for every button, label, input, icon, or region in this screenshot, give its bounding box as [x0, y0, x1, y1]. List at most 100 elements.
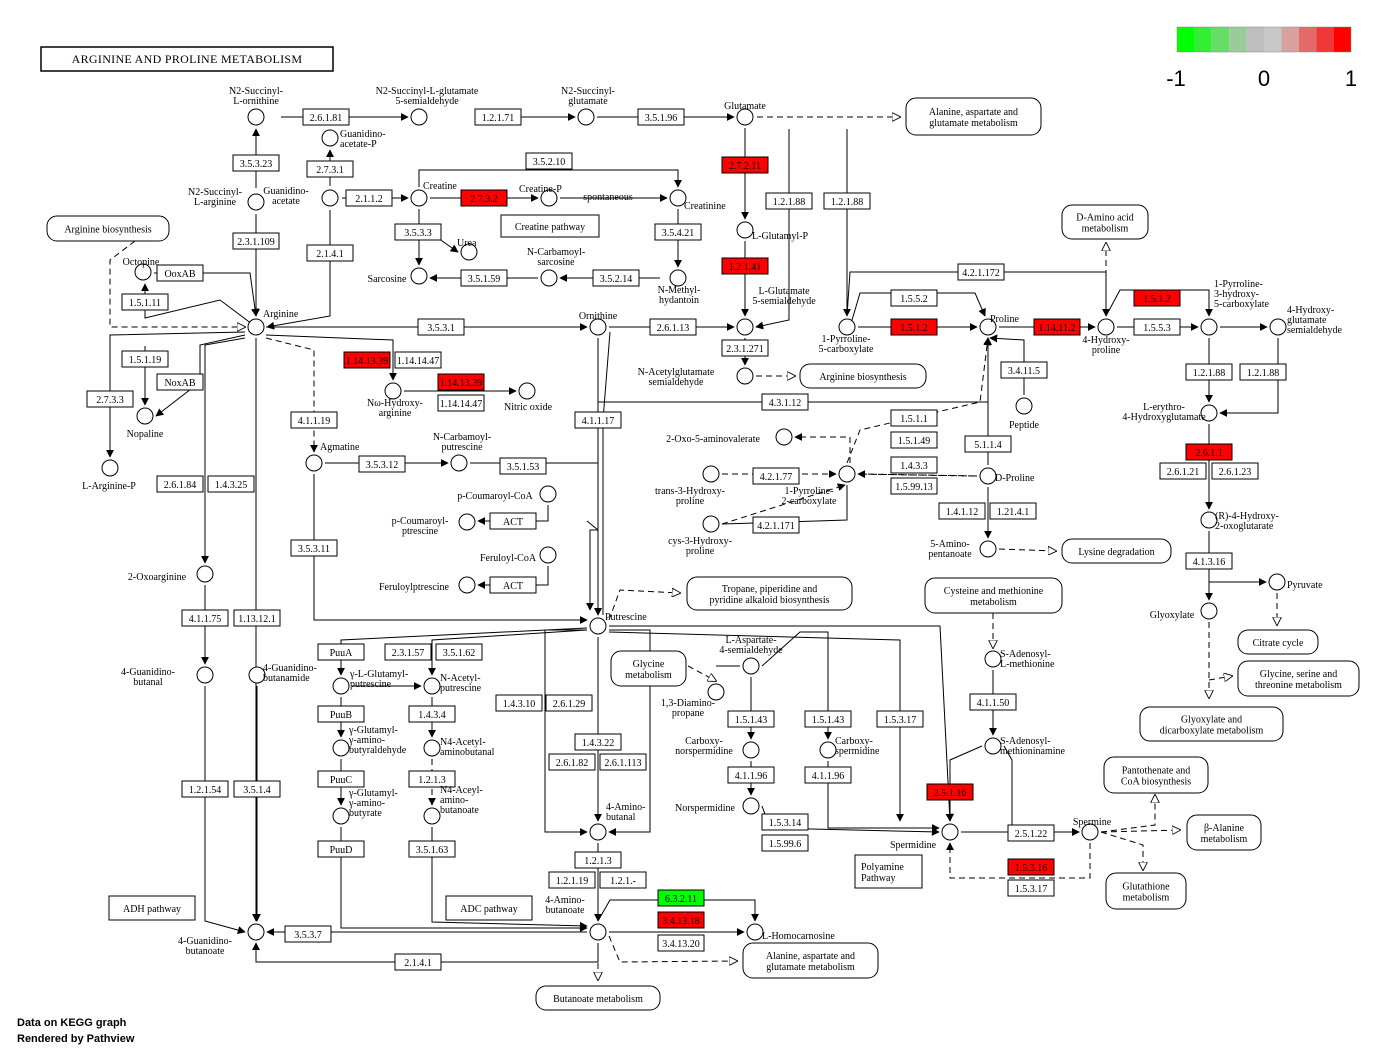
compound-c48[interactable]: Glyoxylate [1150, 602, 1218, 621]
compound-c52[interactable]: N-Acetyl-putrescine [423, 673, 482, 695]
enzyme-e51[interactable]: 4.2.1.77 [752, 467, 800, 485]
enzyme-e13[interactable]: 3.5.1.59 [460, 269, 508, 287]
compound-c55[interactable]: 1,3-Diamino-propane [661, 683, 725, 719]
enzyme-e23[interactable]: 1.2.1.88 [823, 192, 871, 210]
enzyme-e4[interactable]: 3.5.3.23 [232, 154, 280, 172]
compound-c51[interactable]: γ-L-Glutamyl-putrescine [332, 669, 408, 695]
map-m8[interactable]: Citrate cycle [1237, 629, 1319, 655]
enzyme-e2[interactable]: 1.2.1.71 [474, 108, 522, 126]
compound-c14[interactable]: N-Carbamoyl-sarcosine [527, 247, 585, 287]
enzyme-e96[interactable]: 6.3.2.11 [657, 889, 705, 907]
compound-c42[interactable]: Feruloyl-CoA [480, 546, 557, 564]
compound-c40[interactable]: p-Coumaroyl-CoA [457, 485, 557, 503]
enzyme-e29[interactable]: 1.14.14.47 [394, 351, 442, 369]
enzyme-e28[interactable]: 1.14.13.39 [343, 351, 391, 369]
enzyme-e49[interactable]: 2.6.1.21 [1159, 462, 1207, 480]
pathway-box-p1[interactable]: Creatine pathway [500, 214, 600, 238]
enzyme-e14[interactable]: 3.5.2.14 [592, 269, 640, 287]
enzyme-e18[interactable]: NoxAB [156, 373, 204, 391]
compound-c61[interactable]: Norspermidine [675, 797, 760, 815]
pathway-box-p2[interactable]: ADH pathway [108, 895, 196, 921]
enzyme-e100[interactable]: 2.1.4.1 [394, 953, 442, 971]
enzyme-e90[interactable]: 3.5.1.63 [408, 840, 456, 858]
enzyme-e86[interactable]: 1.5.3.14 [761, 813, 809, 831]
enzyme-e47[interactable]: 5.1.1.4 [964, 435, 1012, 453]
compound-c3[interactable]: N2-Succinyl-glutamate [561, 86, 615, 126]
enzyme-e3[interactable]: 3.5.1.96 [637, 108, 685, 126]
compound-c34[interactable]: N-Carbamoyl-putrescine [433, 432, 491, 472]
enzyme-e56[interactable]: 1.21.4.1 [989, 502, 1037, 520]
enzyme-e66[interactable]: 2.3.1.57 [384, 643, 432, 661]
compound-c50[interactable]: L-Aspartate-4-semialdehyde [719, 635, 783, 675]
enzyme-e20[interactable]: 2.7.2.11 [721, 156, 769, 174]
enzyme-e59[interactable]: 1.4.3.25 [207, 475, 255, 493]
compound-c31[interactable]: L-erythro-4-Hydroxyglutamate [1122, 402, 1218, 423]
compound-c47[interactable]: Pyruvate [1268, 573, 1323, 591]
enzyme-e63[interactable]: 4.1.1.75 [181, 609, 229, 627]
enzyme-e39[interactable]: 1.2.1.88 [1185, 363, 1233, 381]
compound-c28[interactable]: Nopaline [127, 407, 164, 440]
compound-c5[interactable]: Guanidino-acetate-P [321, 129, 386, 150]
compound-c32[interactable]: 2-Oxo-5-aminovalerate [666, 428, 793, 446]
enzyme-e82[interactable]: 4.1.1.96 [804, 766, 852, 784]
compound-c44[interactable]: 5-Amino-pentanoate [928, 539, 997, 560]
compound-c22[interactable]: 4-Hydroxy-proline [1082, 318, 1130, 356]
compound-c12[interactable]: Urea [457, 238, 478, 261]
compound-c23[interactable]: 1-Pyrroline-3-hydroxy-5-carboxylate [1200, 279, 1270, 336]
enzyme-e16[interactable]: 1.5.1.11 [121, 293, 169, 311]
compound-c41[interactable]: p-Coumaroyl-ptrescine [392, 513, 476, 537]
compound-c38[interactable]: cys-3-Hydroxy-proline [668, 515, 732, 557]
enzyme-e83[interactable]: 2.5.1.16 [926, 783, 974, 801]
compound-c18[interactable]: Ornithine [579, 311, 618, 336]
enzyme-e89[interactable]: PuuD [317, 840, 365, 858]
enzyme-e12[interactable]: 3.5.4.21 [654, 223, 702, 241]
compound-c39[interactable]: (R)-4-Hydroxy-2-oxoglutarate [1200, 511, 1279, 532]
enzyme-e80[interactable]: 1.2.1.3 [408, 770, 456, 788]
enzyme-e9[interactable]: 2.3.1.109 [232, 232, 280, 250]
enzyme-e45[interactable]: 1.5.1.1 [890, 409, 938, 427]
compound-c54[interactable]: 4-Guanidino-butanamide [248, 663, 317, 684]
enzyme-e99[interactable]: 3.5.3.7 [284, 925, 332, 943]
enzyme-e22[interactable]: 1.2.1.88 [765, 192, 813, 210]
enzyme-e73[interactable]: 1.5.1.43 [804, 710, 852, 728]
compound-c10[interactable]: Creatinine [669, 189, 726, 212]
compound-c6[interactable]: N2-Succinyl-L-arginine [188, 187, 265, 211]
compound-c59[interactable]: Carboxy-spermidine [819, 736, 880, 759]
compound-c63[interactable]: N4-Aceyl-amino-butanoate [423, 785, 483, 825]
compound-c45[interactable]: 2-Oxoarginine [128, 565, 214, 583]
enzyme-e55[interactable]: 1.4.1.12 [938, 502, 986, 520]
enzyme-e54[interactable]: 4.2.1.171 [752, 516, 800, 534]
enzyme-e40[interactable]: 1.2.1.88 [1239, 363, 1287, 381]
enzyme-e85[interactable]: 3.5.1.4 [233, 780, 281, 798]
enzyme-e76[interactable]: 1.4.3.22 [574, 733, 622, 751]
enzyme-e61[interactable]: ACT [489, 576, 537, 594]
enzyme-e88[interactable]: 2.5.1.22 [1007, 824, 1055, 842]
map-m16[interactable]: Butanoate metabolism [535, 985, 661, 1011]
compound-c20[interactable]: 1-Pyrroline-5-carboxylate [819, 318, 875, 355]
enzyme-e33[interactable]: 1.5.5.2 [890, 289, 938, 307]
enzyme-e93[interactable]: 1.2.1.- [599, 871, 647, 889]
enzyme-e26[interactable]: 2.3.1.271 [721, 339, 769, 357]
map-m4[interactable]: Arginine biosynthesis [799, 363, 927, 389]
enzyme-e72[interactable]: 1.5.1.43 [727, 710, 775, 728]
enzyme-e42[interactable]: 4.1.1.17 [574, 411, 622, 429]
compound-c56[interactable]: γ-Glutamyl-γ-amino-butyraldehyde [332, 725, 407, 757]
enzyme-e52[interactable]: 1.4.3.3 [890, 456, 938, 474]
enzyme-e50[interactable]: 2.6.1.23 [1211, 462, 1259, 480]
enzyme-e67[interactable]: 3.5.1.62 [435, 643, 483, 661]
compound-c29[interactable]: L-Arginine-P [82, 459, 136, 492]
enzyme-e34[interactable]: 1.5.1.2 [890, 318, 938, 336]
enzyme-e15[interactable]: OoxAB [156, 264, 204, 282]
compound-c60[interactable]: S-Adenosyl-methioninamine [984, 736, 1066, 757]
enzyme-e98[interactable]: 3.4.13.20 [657, 934, 705, 952]
enzyme-e30[interactable]: 1.14.13.39 [437, 373, 485, 391]
compound-c26[interactable]: Nω-Hydroxy-arginine [367, 382, 423, 419]
enzyme-e84[interactable]: 1.2.1.54 [181, 780, 229, 798]
